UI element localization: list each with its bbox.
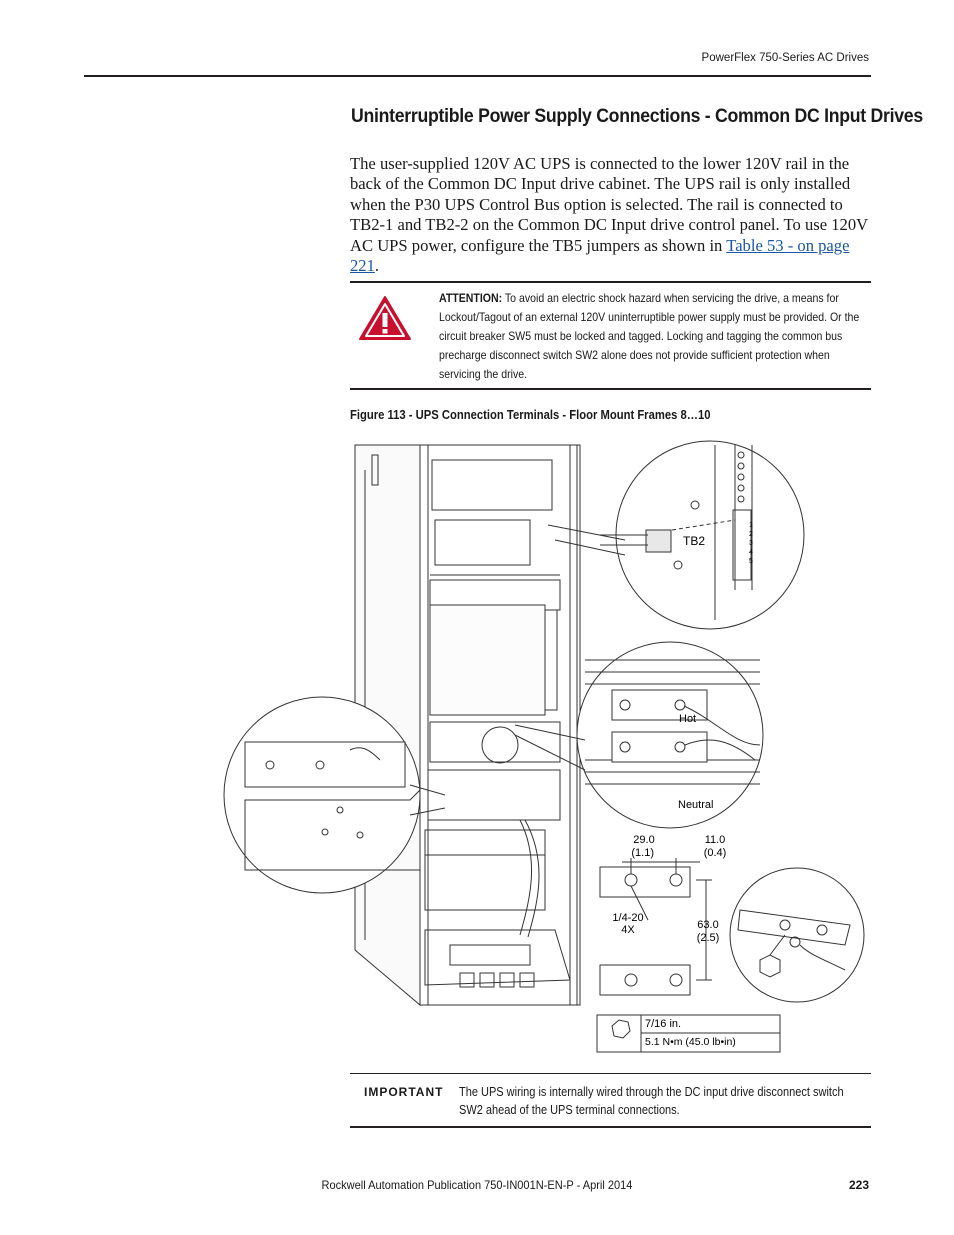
ups-rail-detail-view: [514, 641, 764, 829]
header-rule: [84, 75, 871, 77]
important-top-rule: [350, 1073, 871, 1074]
table-53-link[interactable]: Table 53 - on page 221: [350, 235, 850, 276]
terminal-5: 5: [749, 558, 753, 565]
paragraph-text: The user-supplied 120V AC UPS is connect…: [350, 154, 868, 255]
tb2-label: TB2: [683, 534, 705, 548]
attention-text: ATTENTION: To avoid an electric shock ha…: [439, 289, 860, 384]
publication-info: Rockwell Automation Publication 750-IN00…: [321, 1178, 633, 1192]
tb2-detail-view: [547, 440, 805, 630]
body-paragraph: The user-supplied 120V AC UPS is connect…: [350, 154, 872, 276]
lower-panel-detail-view: [223, 696, 446, 894]
figure-caption: Figure 113 - UPS Connection Terminals - …: [350, 408, 711, 422]
terminal-1: 1: [749, 522, 753, 529]
bolt-qty: 4X: [621, 924, 635, 936]
terminal-2: 2: [749, 531, 753, 538]
neutral-label: Neutral: [678, 799, 713, 811]
ring-lug-detail-view: [729, 867, 865, 1003]
dim-63: 63.0: [697, 919, 718, 931]
dim-29: 29.0: [633, 834, 654, 846]
dim-11: 11.0: [705, 834, 726, 846]
important-bottom-rule: [350, 1126, 871, 1128]
hot-label: Hot: [679, 713, 696, 725]
torque-value: 5.1 N•m (45.0 lb•in): [645, 1036, 736, 1048]
running-header: PowerFlex 750-Series AC Drives: [701, 52, 869, 64]
dim-29-in: (1.1): [631, 847, 654, 859]
terminal-4: 4: [749, 549, 753, 556]
attention-label: ATTENTION:: [439, 291, 503, 305]
torque-table: [596, 1014, 781, 1053]
warning-triangle-icon: [359, 296, 411, 340]
paragraph-end: .: [374, 256, 380, 276]
attention-bottom-rule: [350, 388, 871, 390]
terminal-3: 3: [749, 540, 753, 547]
attention-body: To avoid an electric shock hazard when s…: [439, 291, 860, 381]
section-title: Uninterruptible Power Supply Connections…: [351, 106, 923, 127]
dim-11-in: (0.4): [704, 847, 727, 859]
hex-nut-icon: [611, 1019, 631, 1039]
torque-size: 7/16 in.: [645, 1018, 681, 1030]
dim-63-in: (2.5): [697, 932, 720, 944]
bolt-size: 1/4-20: [612, 912, 643, 924]
rail-dimension-drawing: [599, 858, 712, 996]
important-text: The UPS wiring is internally wired throu…: [459, 1085, 844, 1117]
page-number: 223: [848, 1178, 869, 1192]
important-label: IMPORTANT: [364, 1085, 444, 1099]
ups-terminal-figure: TB2 1 2 3 4 5 Hot Neutral 29.0 (1.1) 11.…: [223, 440, 865, 1053]
attention-top-rule: [350, 281, 871, 283]
